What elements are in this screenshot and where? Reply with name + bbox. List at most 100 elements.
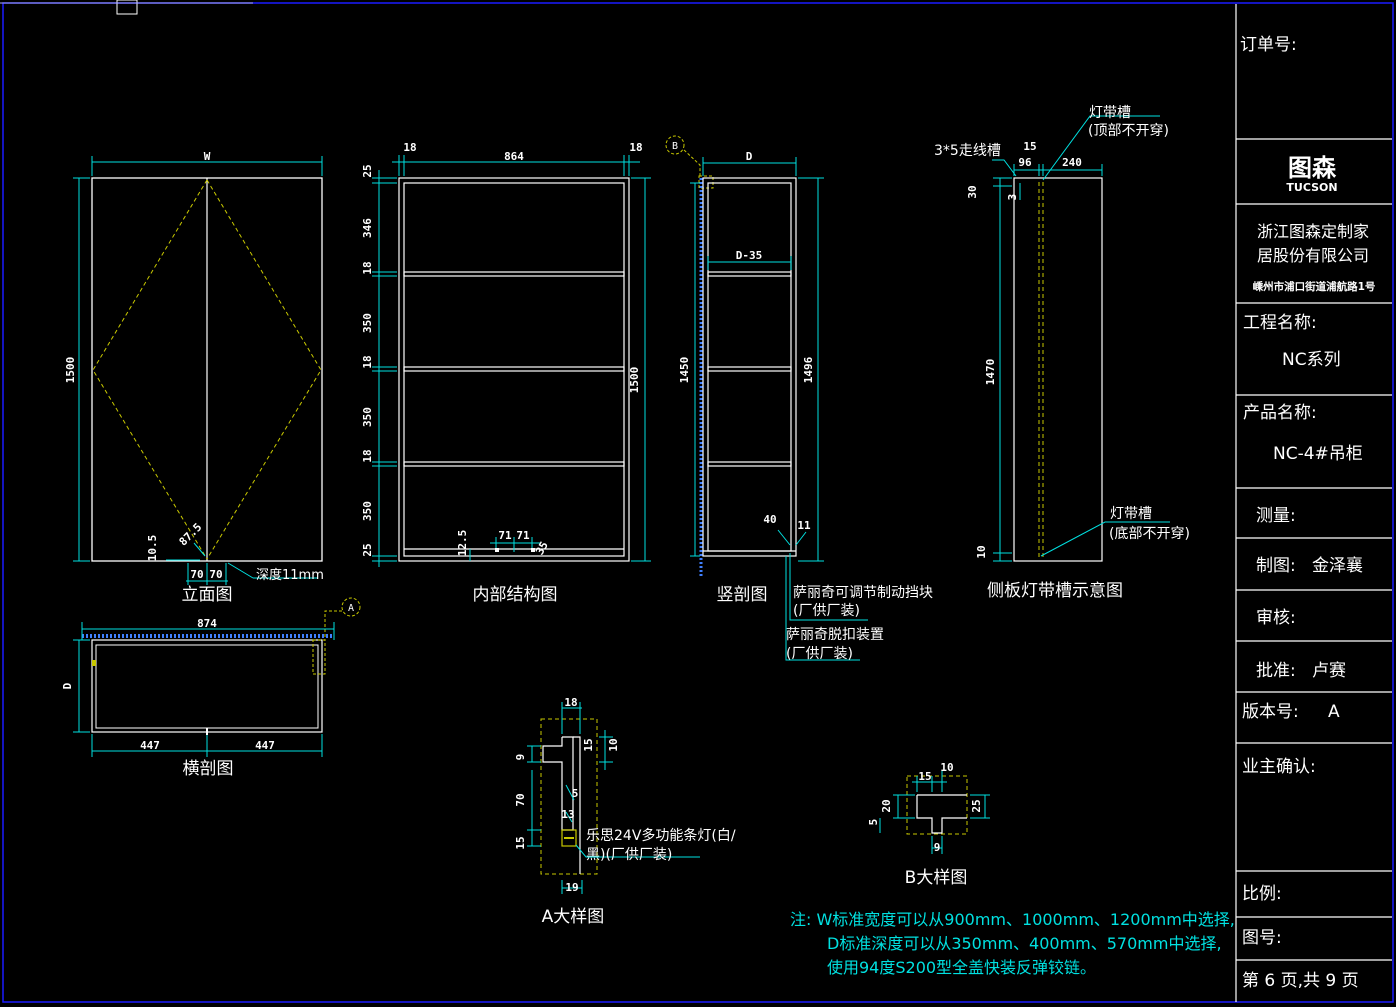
- detail-a-view: 18 9 10 15 5 70 13 15 19 乐思24V多功能条灯(白/ 黑…: [514, 696, 736, 927]
- project-label: 工程名称:: [1243, 313, 1317, 333]
- section-shelf-3: [707, 461, 792, 467]
- side-panel-view: 15 96 240 30 3 1470 10 3*5走线槽 灯带槽 (顶部不开穿…: [934, 105, 1190, 601]
- shelf-1: [403, 271, 625, 277]
- dim-447-left: 447: [140, 739, 160, 752]
- measure-label: 测量:: [1256, 506, 1296, 526]
- salice-release-label: 萨丽奇脱扣装置: [786, 626, 884, 643]
- version-value: A: [1328, 702, 1340, 722]
- dim-a-18: 18: [564, 696, 577, 709]
- light-groove-bottom-label: 灯带槽: [1110, 506, 1152, 522]
- dim-874: 874: [197, 617, 217, 630]
- dim-side-1470: 1470: [984, 359, 997, 386]
- dim-25-bottom: 25: [361, 543, 374, 556]
- owner-confirm-label: 业主确认:: [1242, 757, 1316, 777]
- dim-a-10: 10: [607, 738, 620, 751]
- dim-11: 11: [797, 519, 811, 532]
- dim-side-96: 96: [1018, 156, 1032, 169]
- dim-side-10: 10: [975, 545, 988, 558]
- side-panel-title: 侧板灯带槽示意图: [987, 581, 1123, 601]
- dim-side-3: 3: [1006, 194, 1019, 201]
- dim-a-70: 70: [514, 793, 527, 806]
- dim-18-a: 18: [361, 261, 374, 274]
- dim-b-10: 10: [940, 761, 953, 774]
- dim-b-15: 15: [918, 770, 931, 783]
- note-line-3: 使用94度S200型全盖快装反弹铰链。: [827, 958, 1096, 977]
- dim-71-a: 71: [498, 529, 512, 542]
- version-label: 版本号:: [1242, 702, 1299, 722]
- dim-a-15-bottom: 15: [514, 836, 527, 849]
- brand-en: TUCSON: [1286, 181, 1337, 194]
- note-line-1: 注: W标准宽度可以从900mm、1000mm、1200mm中选择,: [790, 910, 1235, 929]
- detail-a-title: A大样图: [542, 907, 605, 927]
- dim-w: W: [204, 150, 211, 163]
- dim-1496: 1496: [802, 356, 815, 383]
- dim-18-b: 18: [361, 355, 374, 368]
- dim-350-a: 350: [361, 313, 374, 333]
- horizontal-section-view: A 874 D 447 447 横剖图: [61, 597, 361, 779]
- dim-b-9: 9: [934, 841, 941, 854]
- dim-side-30: 30: [966, 185, 979, 198]
- dim-side-15: 15: [1023, 140, 1036, 153]
- detail-b-view: 10 15 20 25 5 9 B大样图: [867, 761, 990, 888]
- approve-label: 批准:: [1256, 661, 1296, 681]
- section-shelf-2: [707, 366, 792, 372]
- order-no-label: 订单号:: [1240, 35, 1297, 55]
- dim-25-top: 25: [361, 164, 374, 177]
- notes: 注: W标准宽度可以从900mm、1000mm、1200mm中选择, D标准深度…: [790, 910, 1235, 977]
- section-shelf-1: [707, 271, 792, 277]
- company-address: 嵊州市浦口街道浦航路1号: [1253, 280, 1376, 293]
- side-panel-outline: [1013, 177, 1103, 562]
- horizontal-section-title: 横剖图: [183, 759, 234, 779]
- light-groove-top-note: (顶部不开穿): [1088, 123, 1169, 139]
- page-info: 第 6 页,共 9 页: [1242, 971, 1359, 991]
- internal-structure-view: 18 864 18 25 346 18 350 18 350 18 350 25…: [361, 141, 651, 605]
- review-label: 审核:: [1256, 608, 1296, 628]
- depth-11mm-note: 深度11mm: [256, 567, 324, 583]
- led-strip-note: 黑)(厂供厂装): [586, 847, 672, 863]
- elevation-title: 立面图: [182, 585, 233, 605]
- dim-35: 35: [533, 539, 551, 557]
- dim-a-19: 19: [565, 881, 578, 894]
- dim-i18-left: 18: [403, 141, 416, 154]
- light-groove-bottom-note: (底部不开穿): [1109, 526, 1190, 542]
- cabinet-outline: [398, 177, 630, 562]
- dim-side-240: 240: [1062, 156, 1082, 169]
- dim-12-5: 12.5: [456, 530, 469, 557]
- dim-1450: 1450: [678, 357, 691, 384]
- note-line-2: D标准深度可以从350mm、400mm、570mm中选择,: [827, 934, 1222, 953]
- shelf-2: [403, 366, 625, 372]
- title-block: [1235, 4, 1392, 1002]
- detail-marker-b: B: [672, 141, 678, 152]
- company-line2: 居股份有限公司: [1257, 246, 1369, 265]
- salice-stop-label: 萨丽奇可调节制动挡块: [793, 584, 933, 601]
- vertical-section-title: 竖剖图: [717, 585, 768, 605]
- dim-864: 864: [504, 150, 524, 163]
- door-swing-lines: [92, 179, 322, 560]
- salice-stop-supply: (厂供厂装): [793, 603, 860, 619]
- dim-350-b: 350: [361, 407, 374, 427]
- scale-label: 比例:: [1242, 884, 1282, 904]
- dim-350-c: 350: [361, 501, 374, 521]
- dim-b-5: 5: [867, 819, 880, 826]
- wire-groove-label: 3*5走线槽: [934, 143, 1001, 159]
- dim-section-d: D: [746, 150, 753, 163]
- elevation-view: W 1500 10.5 87.5 70 70 深度11mm 立面图: [64, 150, 324, 605]
- dim-internal-1500: 1500: [628, 367, 641, 394]
- dim-10-5: 10.5: [146, 535, 159, 562]
- product-value: NC-4#吊柜: [1273, 444, 1363, 464]
- dim-346: 346: [361, 218, 374, 238]
- top-marker: [116, 0, 138, 15]
- section-outline: [702, 177, 797, 557]
- internal-structure-title: 内部结构图: [473, 585, 558, 605]
- brand-cn: 图森: [1288, 154, 1337, 182]
- dim-18-c: 18: [361, 449, 374, 462]
- dim-a-15: 15: [582, 738, 595, 751]
- dim-i18-right: 18: [629, 141, 642, 154]
- led-strip-label: 乐思24V多功能条灯(白/: [586, 827, 736, 844]
- shelf-3: [403, 461, 625, 467]
- dim-d-35: D-35: [736, 249, 763, 262]
- vertical-section-view: B D D-35 1450 1496: [665, 135, 933, 662]
- dim-height-1500: 1500: [64, 357, 77, 384]
